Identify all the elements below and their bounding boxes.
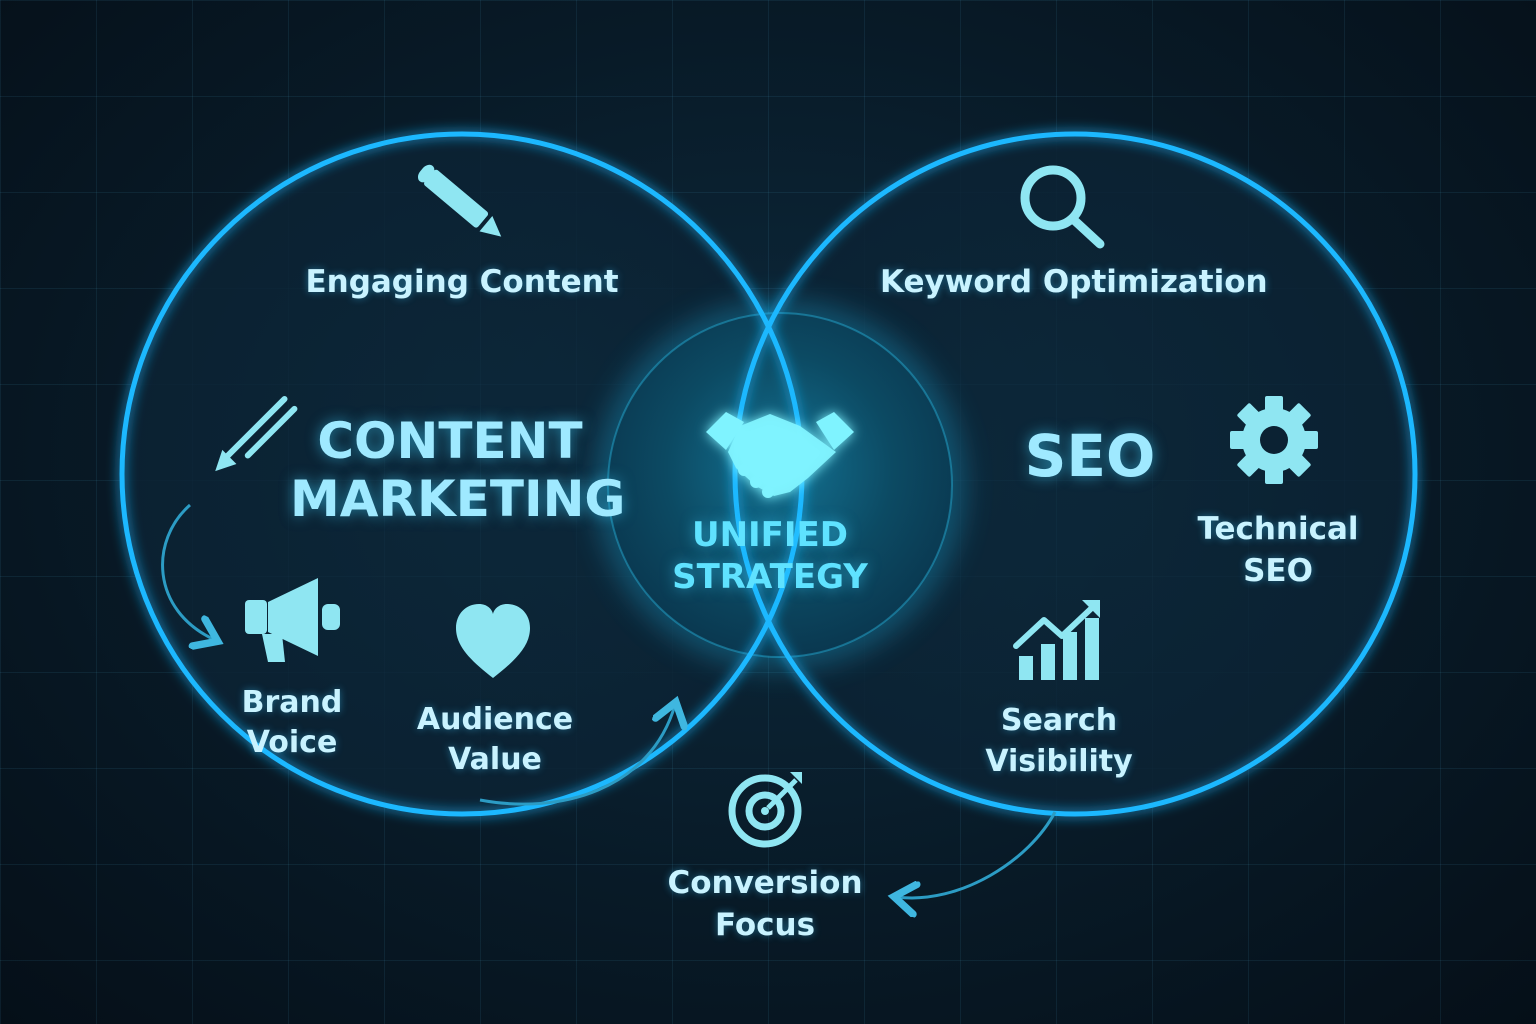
left-circle-fill bbox=[122, 134, 802, 814]
technical-seo-label: Technical SEO bbox=[1190, 508, 1366, 592]
brand-voice-label: Brand Voice bbox=[222, 683, 362, 763]
unified-strategy-label: UNIFIED STRATEGY bbox=[660, 514, 880, 598]
engaging-content-label: Engaging Content bbox=[305, 264, 619, 300]
audience-value-label: Audience Value bbox=[400, 700, 590, 780]
arrow-to-brand-voice bbox=[161, 503, 215, 640]
conversion-focus-label: Conversion Focus bbox=[660, 862, 870, 946]
seo-title: SEO bbox=[1024, 422, 1156, 490]
brand-voice-line1: Brand bbox=[241, 685, 343, 720]
technical-seo-line1: Technical bbox=[1197, 511, 1359, 547]
right-circle-fill bbox=[735, 134, 1415, 814]
unified-strategy-line2: STRATEGY bbox=[672, 557, 868, 597]
gear-icon bbox=[1230, 396, 1318, 484]
search-visibility-line1: Search bbox=[1000, 703, 1118, 738]
target-icon bbox=[728, 772, 802, 848]
conversion-focus-line1: Conversion bbox=[667, 865, 863, 901]
handshake-icon bbox=[706, 412, 854, 498]
audience-value-line1: Audience bbox=[416, 702, 574, 737]
unified-strategy-line1: UNIFIED bbox=[691, 515, 849, 555]
brand-voice-line2: Voice bbox=[246, 725, 338, 760]
content-marketing-line2: MARKETING bbox=[290, 470, 626, 528]
audience-value-line2: Value bbox=[448, 742, 542, 777]
pencil-icon bbox=[417, 164, 502, 237]
growth-chart-icon bbox=[1013, 600, 1100, 680]
pen-icon bbox=[215, 395, 298, 472]
content-marketing-line1: CONTENT bbox=[317, 412, 583, 470]
heart-icon bbox=[456, 604, 530, 678]
technical-seo-line2: SEO bbox=[1243, 553, 1313, 589]
conversion-focus-line2: Focus bbox=[714, 907, 816, 943]
content-marketing-title: CONTENT MARKETING bbox=[290, 412, 626, 528]
search-visibility-line2: Visibility bbox=[985, 744, 1133, 779]
arrow-to-conversion bbox=[897, 811, 1057, 898]
arrow-to-center bbox=[479, 705, 675, 806]
search-icon bbox=[1020, 165, 1105, 249]
search-visibility-label: Search Visibility bbox=[974, 700, 1144, 782]
keyword-optimization-label: Keyword Optimization bbox=[880, 264, 1268, 300]
megaphone-icon bbox=[245, 578, 340, 662]
right-circle-outline bbox=[732, 131, 1418, 817]
